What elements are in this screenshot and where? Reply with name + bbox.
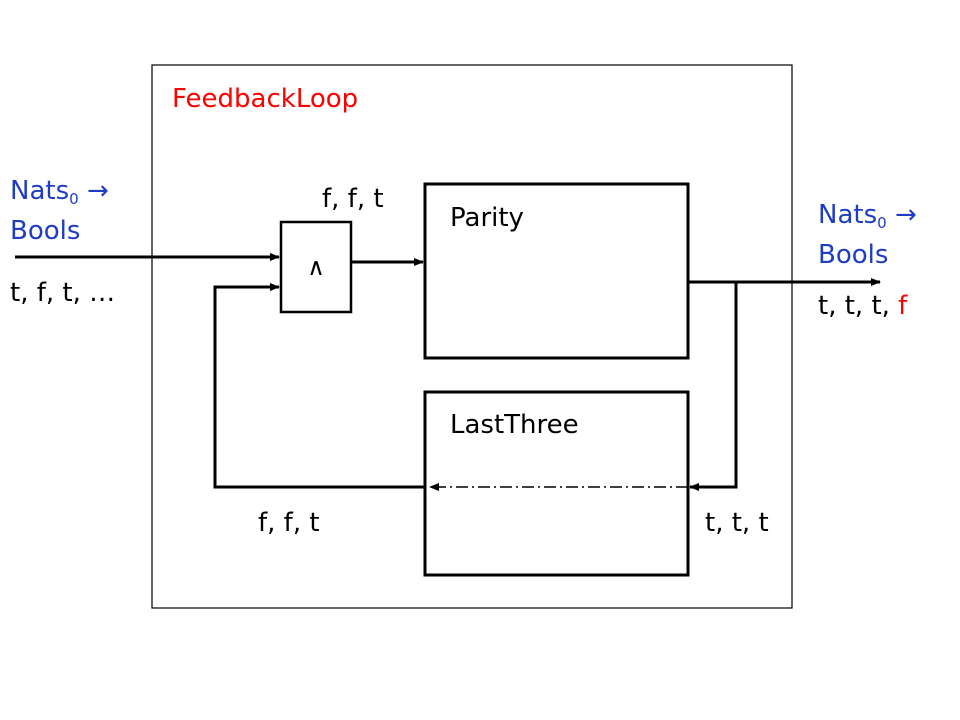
input-stream-label: t, f, t, …	[10, 278, 116, 308]
and-gate-symbol: ∧	[307, 253, 325, 281]
output-type-name: Nats	[818, 200, 878, 230]
last-three-input-stream: t, t, t	[705, 508, 769, 538]
output-type-label: Nats0 →	[818, 202, 917, 231]
feedback-loop-frame	[151, 64, 793, 609]
input-type-name: Nats	[10, 176, 70, 206]
input-type-arrow: →	[86, 176, 109, 206]
output-type-subscript: 0	[877, 214, 887, 232]
output-stream-label: t, t, t, f	[818, 293, 907, 319]
parity-box	[423, 182, 690, 360]
output-stream-prefix: t, t, t,	[818, 291, 890, 321]
output-type-arrow: →	[894, 200, 917, 230]
output-type-range: Bools	[818, 240, 889, 270]
last-three-output-stream: f, f, t	[258, 508, 320, 538]
last-three-box	[423, 390, 690, 577]
last-three-label: LastThree	[450, 410, 579, 440]
parity-label: Parity	[450, 203, 524, 233]
feedback-return-line	[213, 283, 425, 489]
input-type-label: Nats0 →	[10, 178, 109, 207]
input-type-range: Bools	[10, 216, 81, 246]
parity-input-stream: f, f, t	[322, 184, 384, 214]
and-gate-box	[279, 220, 353, 314]
input-type-subscript: 0	[69, 190, 79, 208]
output-stream-last: f	[898, 291, 908, 321]
feedback-branch-line	[689, 282, 738, 491]
feedback-loop-title: FeedbackLoop	[172, 84, 359, 114]
